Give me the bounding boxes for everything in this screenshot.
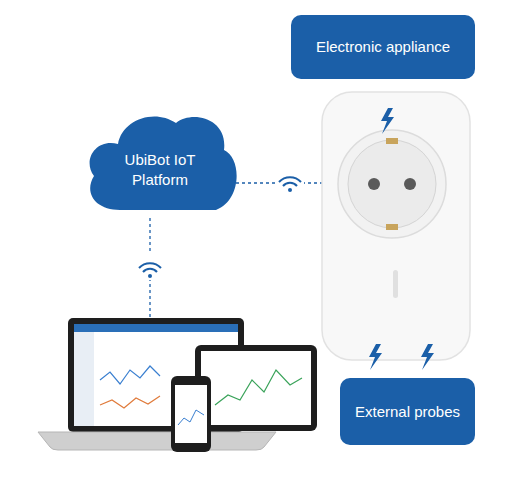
wifi-backdrop <box>276 168 304 194</box>
status-led <box>393 270 398 298</box>
socket-hole <box>368 178 380 190</box>
dashboard-header <box>74 324 238 332</box>
wifi-backdrop <box>136 254 164 280</box>
dashboard-sidebar <box>74 332 94 426</box>
power-bolt <box>421 344 434 370</box>
phone-display <box>175 385 207 443</box>
smart-plug <box>322 92 470 360</box>
tablet-display <box>201 351 311 425</box>
node-label: UbiBot IoT Platform <box>104 150 216 190</box>
wifi-arc <box>139 263 161 268</box>
socket-hole <box>404 178 416 190</box>
ground-clip <box>386 138 398 144</box>
chart-line <box>215 370 302 405</box>
socket-rim <box>338 130 446 238</box>
laptop-base <box>38 432 276 450</box>
wifi-symbol <box>136 254 164 280</box>
ground-clip <box>386 224 398 230</box>
chart-line <box>100 396 160 408</box>
power-bolt <box>369 344 382 370</box>
wifi-symbol <box>276 168 304 194</box>
chart-line <box>178 410 204 425</box>
node-label: External probes <box>355 402 460 422</box>
cloud-outline <box>90 116 237 210</box>
appliance-box: Electronic appliance <box>291 15 475 79</box>
chart-line <box>100 366 160 384</box>
wifi-arc <box>283 183 297 186</box>
tablet <box>195 345 317 431</box>
phone <box>171 376 211 452</box>
node-label: Electronic appliance <box>316 37 450 57</box>
wifi-arc <box>143 269 157 272</box>
wifi-dot <box>148 274 152 278</box>
power-bolt <box>381 108 394 134</box>
socket-face <box>348 140 436 228</box>
probes-box: External probes <box>340 378 475 445</box>
wifi-arc <box>279 177 301 182</box>
wifi-dot <box>288 188 292 192</box>
platform-cloud: UbiBot IoT Platform <box>82 108 238 218</box>
